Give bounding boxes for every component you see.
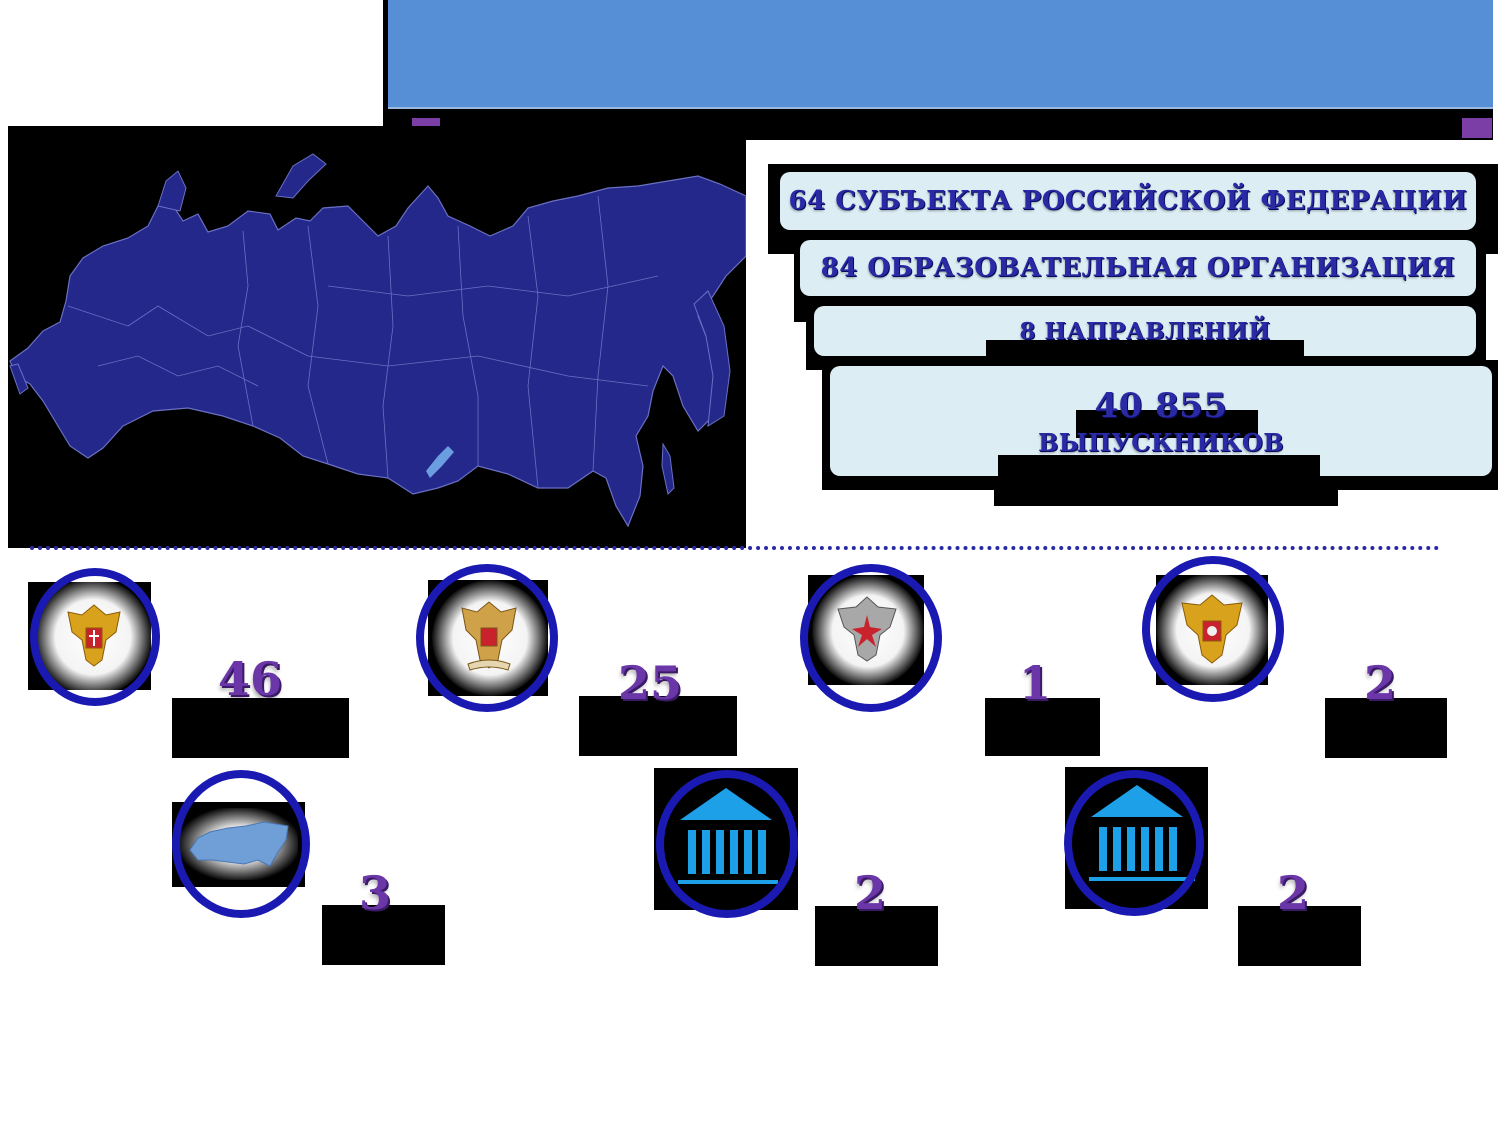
department-2-plate: [579, 696, 737, 756]
russia-territory: [9, 175, 746, 528]
graduates-number-bar: [1076, 410, 1258, 438]
department-5-count: 3: [358, 866, 391, 920]
department-3-count: 1: [1018, 656, 1051, 710]
regions-text: 64 СУБЪЕКТА РОССИЙСКОЙ ФЕДЕРАЦИИ: [788, 186, 1468, 216]
department-5-plate: [322, 905, 445, 965]
novaya-zemlya: [275, 153, 327, 199]
directions-bar: [986, 340, 1304, 358]
lake-baikal: [426, 446, 454, 478]
department-3-plate: [985, 698, 1100, 756]
title-accent-right: [1462, 118, 1492, 138]
regions-card: 64 СУБЪЕКТА РОССИЙСКОЙ ФЕДЕРАЦИИ: [780, 172, 1476, 230]
russia-map: [8, 126, 746, 548]
department-1-plate: [172, 698, 349, 758]
department-5-ring: [172, 770, 310, 918]
department-4-ring: [1142, 556, 1284, 702]
department-4-plate: [1325, 698, 1447, 758]
dotted-divider: [30, 546, 1440, 550]
department-3-ring: [800, 564, 942, 712]
graduates-number: 40 855: [1094, 385, 1228, 426]
title-accent-left: [412, 118, 440, 128]
organizations-text: 84 ОБРАЗОВАТЕЛЬНАЯ ОРГАНИЗАЦИЯ: [820, 253, 1456, 283]
graduates-bottom-bar: [994, 482, 1338, 506]
department-2-count: 25: [617, 656, 682, 710]
kaliningrad: [9, 363, 29, 395]
department-6-plate: [815, 906, 938, 966]
department-7-ring: [1064, 770, 1204, 916]
department-6-count: 2: [853, 866, 886, 920]
department-1-ring: [30, 568, 160, 706]
department-2-ring: [416, 564, 558, 712]
organizations-card: 84 ОБРАЗОВАТЕЛЬНАЯ ОРГАНИЗАЦИЯ: [800, 240, 1476, 296]
department-7-count: 2: [1276, 866, 1309, 920]
title-bar: [388, 0, 1493, 109]
department-1-count: 46: [217, 652, 282, 706]
region-borders: [67, 195, 659, 489]
graduates-label-bar: [998, 455, 1320, 487]
russia-map-icon: [9, 153, 746, 528]
kola-peninsula: [157, 170, 187, 212]
sakhalin: [661, 442, 675, 496]
graduates-label: ВЫПУСКНИКОВ: [1037, 427, 1285, 457]
department-4-count: 2: [1363, 656, 1396, 710]
department-7-plate: [1238, 906, 1361, 966]
directions-text: 8 НАПРАВЛЕНИЙ: [1019, 317, 1271, 345]
kamchatka: [693, 290, 731, 427]
department-6-ring: [656, 770, 798, 918]
